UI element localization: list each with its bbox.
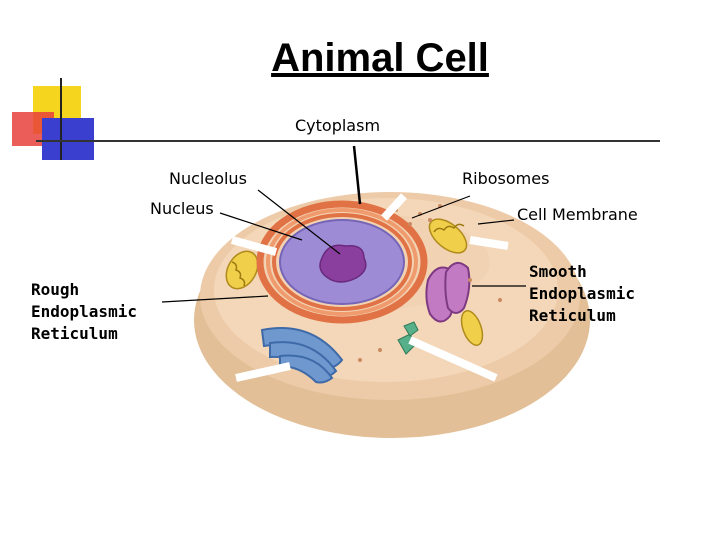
leader-lines xyxy=(161,145,526,303)
label-nucleolus: Nucleolus xyxy=(169,169,247,188)
label-smooth-er-line1: Smooth xyxy=(529,262,587,281)
label-rough-er-line2: Endoplasmic xyxy=(31,302,137,321)
golgi-apparatus xyxy=(260,327,344,384)
mitochondrion-right xyxy=(428,218,468,254)
nucleolus-shape xyxy=(319,244,367,283)
label-rough-er-line3: Reticulum xyxy=(31,324,118,343)
leader-line-nucleus xyxy=(219,212,303,241)
label-cell-membrane: Cell Membrane xyxy=(517,205,638,224)
decor-horizontal-line xyxy=(36,140,660,142)
label-nucleus: Nucleus xyxy=(150,199,214,218)
label-smooth-er: Smooth Endoplasmic Reticulum xyxy=(529,261,635,327)
decor-blue-block xyxy=(42,118,94,160)
label-smooth-er-line3: Reticulum xyxy=(529,306,616,325)
label-rough-er-line1: Rough xyxy=(31,280,80,299)
leader-line-rough-er xyxy=(161,295,269,303)
label-rough-er: Rough Endoplasmic Reticulum xyxy=(31,279,137,345)
leader-line-ribosomes xyxy=(411,195,471,219)
mitochondrion-right-lower xyxy=(460,310,484,346)
mitochondrion-left xyxy=(225,250,259,290)
smooth-endoplasmic-reticulum xyxy=(425,261,471,323)
rough-endoplasmic-reticulum xyxy=(256,200,428,324)
label-smooth-er-line2: Endoplasmic xyxy=(529,284,635,303)
leader-line-cytoplasm xyxy=(352,145,362,205)
decor-vertical-line xyxy=(60,78,62,160)
label-ribosomes: Ribosomes xyxy=(462,169,550,188)
leader-line-cell-membrane xyxy=(477,219,515,225)
leader-line-nucleolus xyxy=(257,189,341,255)
label-cytoplasm: Cytoplasm xyxy=(295,116,381,135)
section-cut-edges xyxy=(230,193,509,382)
page-title: Animal Cell xyxy=(271,36,489,80)
